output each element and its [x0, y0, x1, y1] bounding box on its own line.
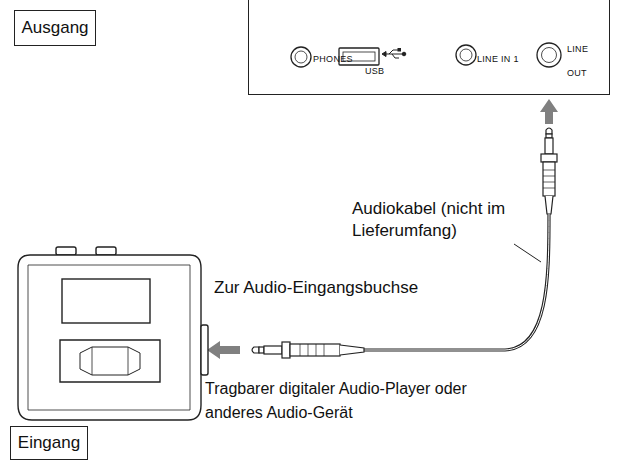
device-label: Tragbarer digitaler Audio-Player oder an… [205, 377, 485, 425]
cable-label: Audiokabel (nicht im Lieferumfang) [352, 198, 512, 242]
output-box: Ausgang [14, 10, 96, 46]
plug [252, 342, 364, 358]
usb-icon [382, 49, 406, 59]
jack-label: PHONES [313, 54, 361, 65]
box-title: Ausgang [21, 18, 88, 38]
plug-grip [543, 170, 555, 188]
audio-player [18, 247, 208, 420]
direction-arrow [207, 341, 240, 359]
jack-label: Zur Audio-Eingangsbuchse [214, 277, 474, 299]
jack-symbols [291, 43, 561, 67]
input-box: Eingang [10, 426, 88, 460]
jack-label: LINE OUT [567, 37, 593, 85]
leader-line [514, 244, 541, 262]
device-panel: PHONES USB LINE IN 1 LINE OUT [248, 0, 610, 95]
jack-label: USB [365, 66, 395, 77]
box-title: Eingang [18, 433, 80, 453]
direction-arrow [540, 99, 558, 124]
plug-grip [300, 344, 324, 356]
plug [541, 128, 557, 214]
jack-label: LINE IN 1 [477, 54, 527, 65]
